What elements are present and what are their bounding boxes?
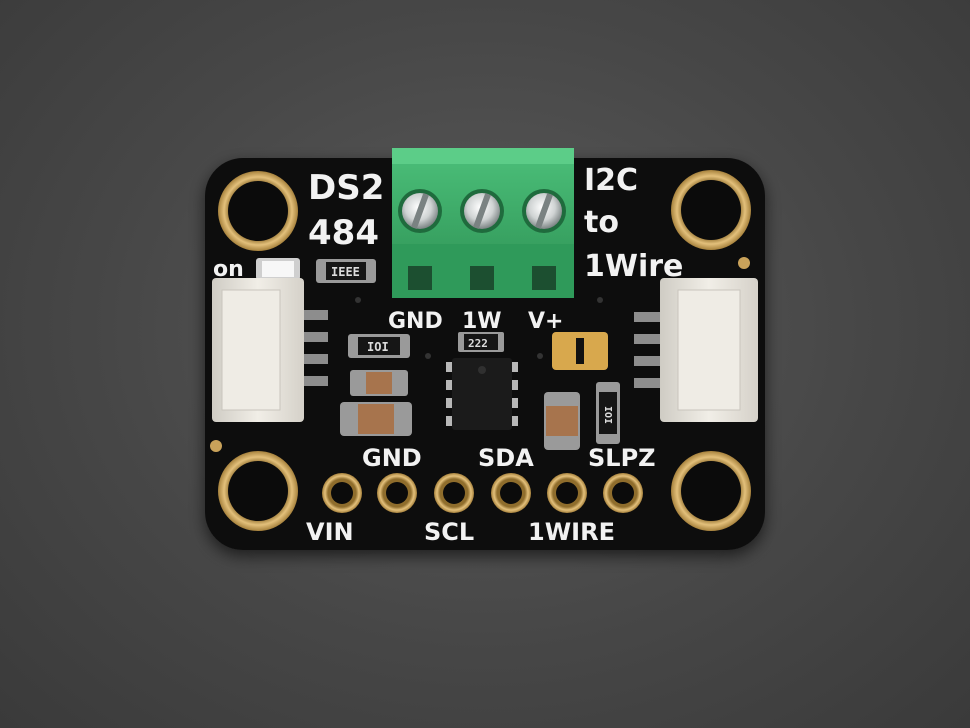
led-resistor-code: ΙΕΕΕ — [331, 265, 360, 279]
board-title-line1: DS2 — [308, 168, 384, 208]
mounting-hole-bottom-right — [671, 451, 751, 531]
stemma-qt-connector-right[interactable] — [634, 278, 758, 422]
header-pads — [322, 473, 643, 513]
header-pad-gnd — [377, 473, 417, 513]
ds2484-chip: 222 — [446, 332, 518, 430]
header-pad-sda — [491, 473, 531, 513]
resistor-left: ΙΟΙ — [348, 334, 410, 358]
pcb-board — [205, 158, 765, 550]
header-pad-scl — [434, 473, 474, 513]
pin-label-slpz: SLPZ — [588, 444, 656, 472]
board-subtitle-line2: to — [584, 205, 619, 240]
screw-3-icon[interactable] — [522, 189, 566, 233]
ic-marking: 222 — [468, 337, 488, 350]
pin-label-vin: VIN — [306, 518, 354, 546]
board-subtitle-line1: I2C — [584, 163, 638, 198]
capacitor-right — [544, 392, 580, 450]
terminal-label-vplus: V+ — [528, 309, 563, 334]
pin-label-sda: SDA — [478, 444, 534, 472]
led-resistor: ΙΕΕΕ — [316, 259, 376, 283]
header-pad-slpz — [603, 473, 643, 513]
resistor-left-code: ΙΟΙ — [367, 340, 389, 354]
pin-label-gnd: GND — [362, 444, 422, 472]
screw-2-icon[interactable] — [460, 189, 504, 233]
capacitor-large — [340, 402, 412, 436]
solder-jumper — [552, 332, 608, 370]
power-led — [256, 258, 300, 280]
board-title-line2: 484 — [308, 213, 379, 253]
screw-terminal-block — [392, 148, 574, 298]
header-pad-1wire — [547, 473, 587, 513]
mounting-hole-bottom-left — [218, 451, 298, 531]
resistor-right-code: ΙΟΙ — [604, 406, 615, 424]
pin-label-scl: SCL — [424, 518, 474, 546]
header-pad-vin — [322, 473, 362, 513]
terminal-label-1w: 1W — [462, 309, 502, 334]
power-led-label: on — [213, 257, 244, 282]
resistor-right: ΙΟΙ — [596, 382, 620, 444]
screw-1-icon[interactable] — [398, 189, 442, 233]
terminal-label-gnd: GND — [388, 309, 443, 334]
capacitor-small — [350, 370, 408, 396]
mounting-hole-top-right — [671, 170, 751, 250]
stemma-qt-connector-left[interactable] — [212, 278, 328, 422]
mounting-hole-top-left — [218, 171, 298, 251]
pin-label-1wire: 1WIRE — [528, 518, 615, 546]
